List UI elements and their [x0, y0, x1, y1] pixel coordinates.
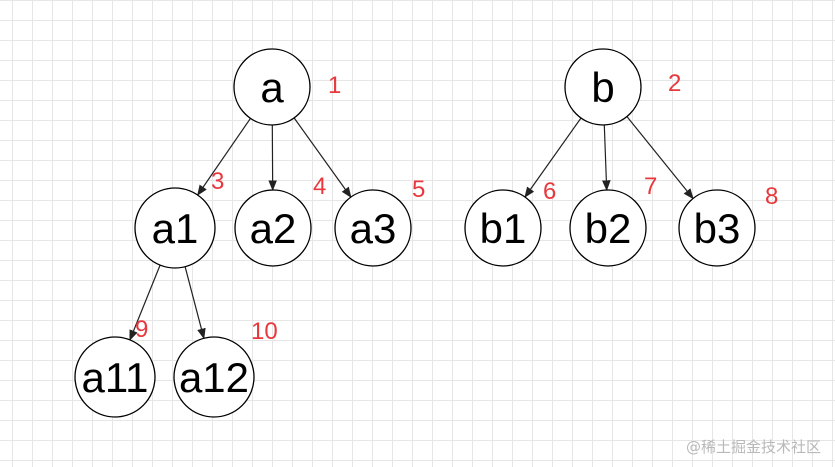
order-label-a1: 3 — [211, 168, 224, 195]
node-circle-a2 — [234, 189, 312, 267]
node-circle-b1 — [464, 189, 542, 267]
node-circle-b3 — [678, 189, 756, 267]
order-label-a11: 9 — [135, 316, 148, 343]
node-circle-a — [233, 48, 311, 126]
node-circle-b2 — [569, 189, 647, 267]
node-b1: b1 6 — [464, 178, 556, 267]
node-label-a: a — [260, 64, 284, 111]
edges-layer — [129, 116, 694, 341]
order-label-a12: 10 — [251, 318, 278, 345]
order-label-a2: 4 — [313, 173, 326, 200]
node-circle-a1 — [134, 187, 216, 269]
node-label-b3: b3 — [694, 205, 741, 252]
node-circle-a3 — [334, 189, 412, 267]
node-label-b2: b2 — [585, 205, 632, 252]
edge-a1-a11 — [129, 264, 161, 341]
node-label-a3: a3 — [350, 205, 397, 252]
node-circle-b — [564, 48, 642, 126]
node-label-b: b — [591, 64, 614, 111]
node-a3: a3 5 — [334, 176, 425, 267]
node-b2: b2 7 — [569, 173, 657, 267]
order-label-b1: 6 — [543, 178, 556, 205]
watermark: @稀土掘金技术社区 — [685, 438, 821, 456]
node-label-a2: a2 — [250, 205, 297, 252]
edge-a1-a12 — [184, 266, 206, 340]
node-label-a11: a11 — [82, 354, 149, 401]
edge-a-a1 — [197, 117, 251, 196]
edge-a-a3 — [293, 117, 352, 198]
node-a1: a1 3 — [134, 168, 224, 269]
node-circle-a12 — [173, 336, 255, 418]
order-label-b: 2 — [668, 70, 681, 97]
node-label-b1: b1 — [480, 205, 527, 252]
node-b3: b3 8 — [678, 183, 778, 267]
order-label-a3: 5 — [412, 176, 425, 203]
edge-b-b3 — [626, 116, 694, 200]
order-label-a: 1 — [328, 72, 341, 99]
edge-b-b1 — [524, 117, 582, 198]
node-circle-a11 — [74, 336, 156, 418]
node-label-a12: a12 — [179, 354, 249, 401]
node-label-a1: a1 — [152, 205, 199, 252]
order-label-b3: 8 — [765, 183, 778, 210]
edge-b-b2 — [602, 124, 611, 192]
node-a2: a2 4 — [234, 173, 326, 267]
order-label-b2: 7 — [644, 173, 657, 200]
